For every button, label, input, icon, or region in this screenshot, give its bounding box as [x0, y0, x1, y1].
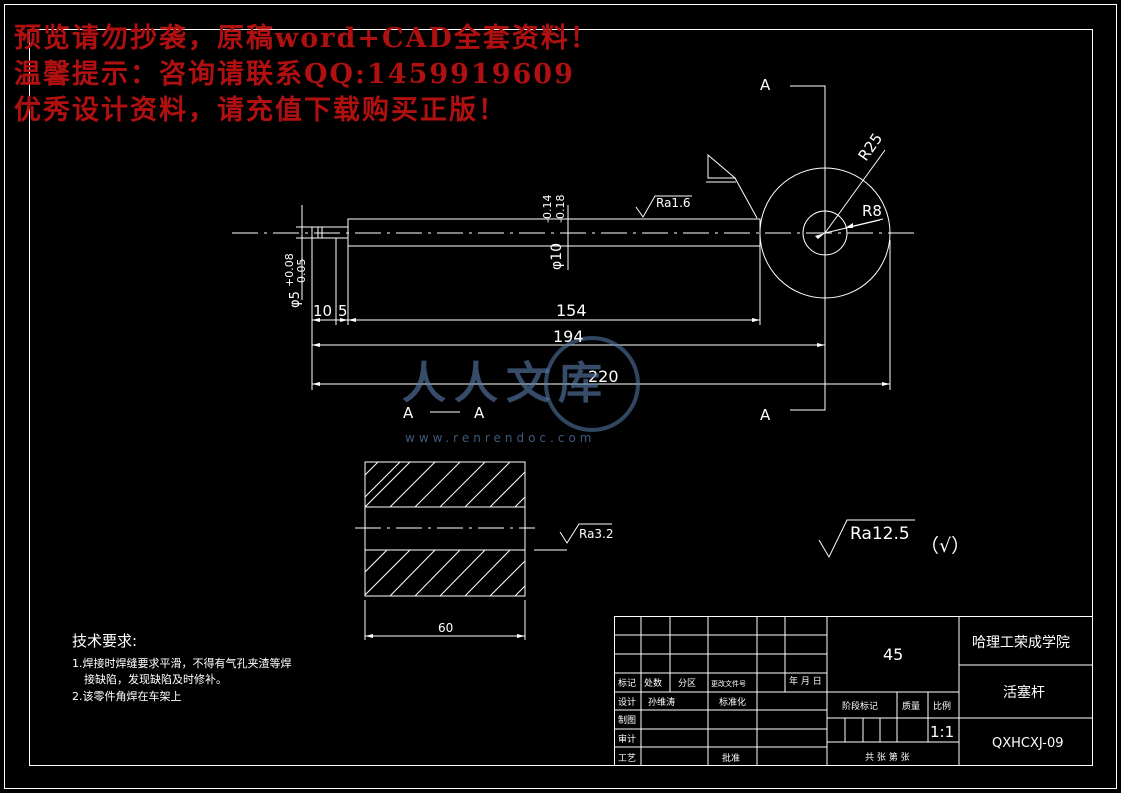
dimension-arrows: [312, 223, 890, 638]
section-mark-top: A: [760, 76, 771, 94]
watermark-line-1: 预览请勿抄袭，原稿word+CAD全套资料！: [14, 23, 599, 54]
lbl-date: 年 月 日: [789, 675, 822, 687]
dim-194: 194: [553, 327, 584, 346]
lbl-approve: 批准: [722, 752, 740, 764]
section-mark-bottom: A: [760, 406, 771, 424]
lbl-process: 工艺: [618, 753, 636, 764]
section-label-left: A: [403, 404, 414, 422]
roughness-label-general: Ra12.5: [850, 524, 910, 544]
tech-req-item-1b: 接缺陷，发现缺陷及时修补。: [84, 673, 227, 686]
shaft-view: [232, 218, 920, 247]
lbl-mark: 标记: [618, 677, 636, 689]
tech-req-item-2: 2.该零件角焊在车架上: [72, 690, 182, 703]
lbl-stage: 阶段标记: [842, 700, 878, 712]
dim-end-tol-lower: -0.05: [295, 259, 308, 287]
dim-60: 60: [438, 621, 453, 635]
radius-leader-large: [824, 149, 886, 234]
section-plane: [790, 85, 826, 411]
roughness-symbols: [534, 153, 915, 559]
lbl-designer: 孙维涛: [648, 696, 675, 708]
dim-end-tol-upper: +0.08: [283, 253, 296, 287]
roughness-label-other: （√）: [920, 535, 970, 557]
dimensions: [296, 205, 891, 640]
lbl-sheets: 共 张 第 张: [865, 751, 910, 763]
tech-req-title: 技术要求:: [72, 632, 138, 650]
logo-ring: [544, 336, 640, 432]
radius-label-large: R25: [855, 130, 887, 165]
watermark-line-3: 优秀设计资料，请充值下载购买正版！: [14, 95, 507, 126]
school-name: 哈理工荣成学院: [972, 635, 1070, 651]
dim-end-diameter: φ5: [288, 291, 303, 308]
dim-shaft-tol-lower: -0.18: [554, 195, 567, 223]
lbl-drafting: 制图: [618, 714, 636, 726]
lbl-zone: 分区: [678, 678, 696, 689]
title-block: [614, 616, 1093, 766]
dim-154: 154: [556, 301, 587, 320]
lbl-change-doc: 更改文件号: [711, 679, 746, 688]
lbl-standard: 标准化: [719, 696, 746, 708]
logo-url: www.renrendoc.com: [405, 431, 595, 445]
logo-text: 人人文库: [402, 358, 610, 409]
inner-border: [29, 29, 1093, 766]
tech-req-item-1a: 1.焊接时焊缝要求平滑，不得有气孔夹渣等焊: [72, 657, 292, 670]
radius-label-small: R8: [862, 202, 882, 220]
part-name: 活塞杆: [1003, 684, 1045, 701]
material-value: 45: [883, 645, 903, 664]
dim-shaft-tol-upper: -0.14: [541, 195, 554, 223]
lbl-design: 设计: [618, 696, 636, 708]
hatching: [364, 461, 526, 597]
dim-10: 10: [313, 302, 332, 320]
drawing-number: QXHCXJ-09: [992, 736, 1064, 751]
scale-value: 1:1: [930, 723, 954, 741]
lbl-count: 处数: [644, 677, 662, 689]
section-label-right: A: [474, 404, 485, 422]
dim-shaft-diameter: φ10: [549, 243, 565, 270]
section-view: [355, 461, 535, 597]
dim-5: 5: [338, 302, 348, 320]
lbl-review: 审计: [618, 733, 636, 745]
lbl-scale: 比例: [933, 700, 951, 712]
roughness-label-shaft: Ra1.6: [656, 196, 691, 210]
dim-220: 220: [588, 367, 619, 386]
lbl-weight: 质量: [902, 700, 920, 712]
roughness-label-section: Ra3.2: [579, 527, 614, 541]
outer-border: [4, 4, 1117, 789]
watermark-line-2: 温馨提示：咨询请联系QQ:1459919609: [14, 59, 575, 90]
